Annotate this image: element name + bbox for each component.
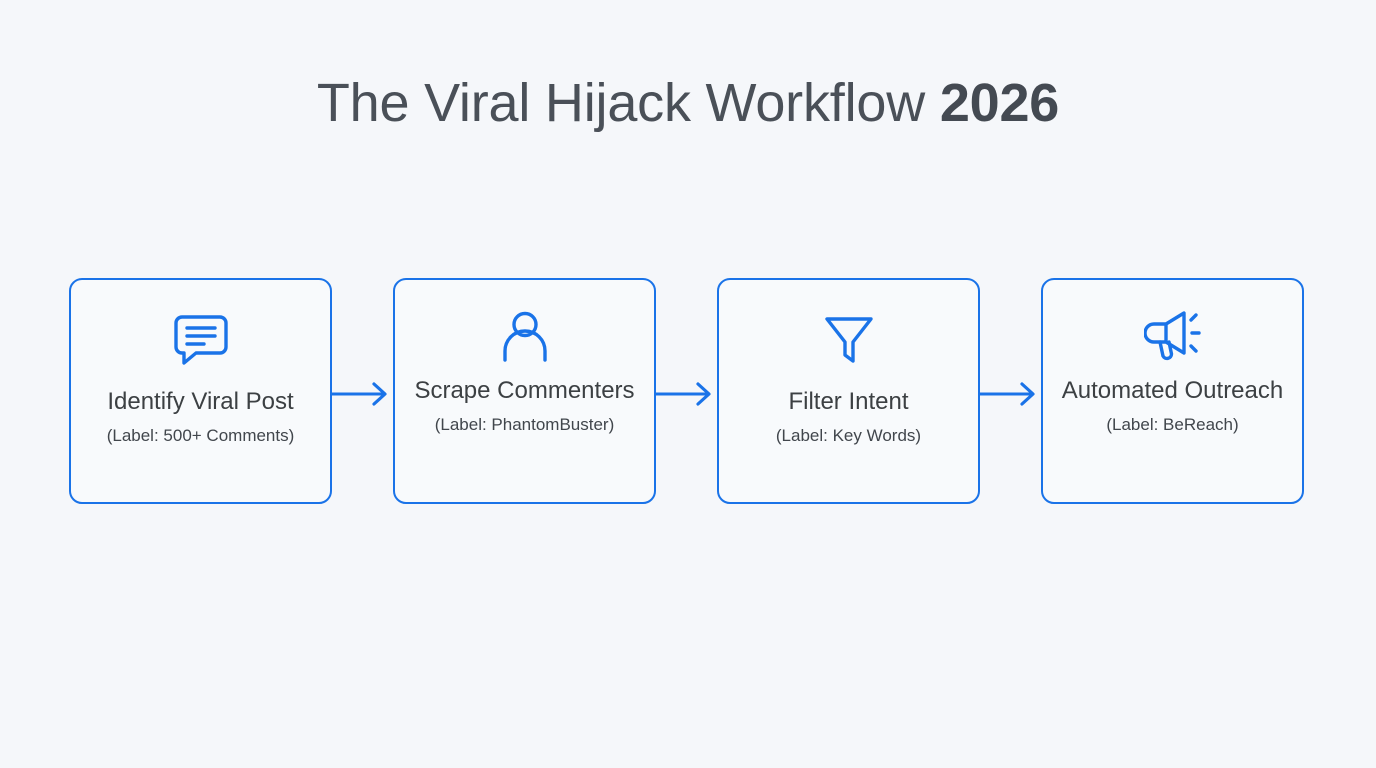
arrow-right-icon-1 <box>332 278 393 504</box>
workflow-step-card-2[interactable]: Scrape Commenters (Label: PhantomBuster) <box>393 278 656 504</box>
workflow-step-card-4[interactable]: Automated Outreach (Label: BeReach) <box>1041 278 1304 504</box>
arrow-right-icon-2 <box>656 278 717 504</box>
workflow-step-title: Automated Outreach <box>1061 377 1284 404</box>
workflow-diagram: Identify Viral Post (Label: 500+ Comment… <box>69 278 1307 506</box>
workflow-step-card-3[interactable]: Filter Intent (Label: Key Words) <box>717 278 980 504</box>
megaphone-icon <box>1143 310 1202 362</box>
workflow-step-label: (Label: Key Words) <box>775 426 922 445</box>
page-title-main: The Viral Hijack Workflow <box>316 73 940 133</box>
comment-bubble-icon <box>173 313 228 365</box>
funnel-filter-icon <box>823 313 875 365</box>
workflow-step-label: (Label: BeReach) <box>1106 415 1239 434</box>
page-title: The Viral Hijack Workflow 2026 <box>0 72 1376 134</box>
workflow-step-title: Scrape Commenters <box>414 377 635 404</box>
workflow-step-label: (Label: 500+ Comments) <box>106 426 295 445</box>
workflow-step-card-1[interactable]: Identify Viral Post (Label: 500+ Comment… <box>69 278 332 504</box>
workflow-step-label: (Label: PhantomBuster) <box>434 415 615 434</box>
workflow-step-title: Filter Intent <box>788 388 909 415</box>
person-icon <box>499 310 551 362</box>
page-title-year: 2026 <box>939 73 1060 133</box>
workflow-step-title: Identify Viral Post <box>107 388 294 415</box>
arrow-right-icon-3 <box>980 278 1041 504</box>
